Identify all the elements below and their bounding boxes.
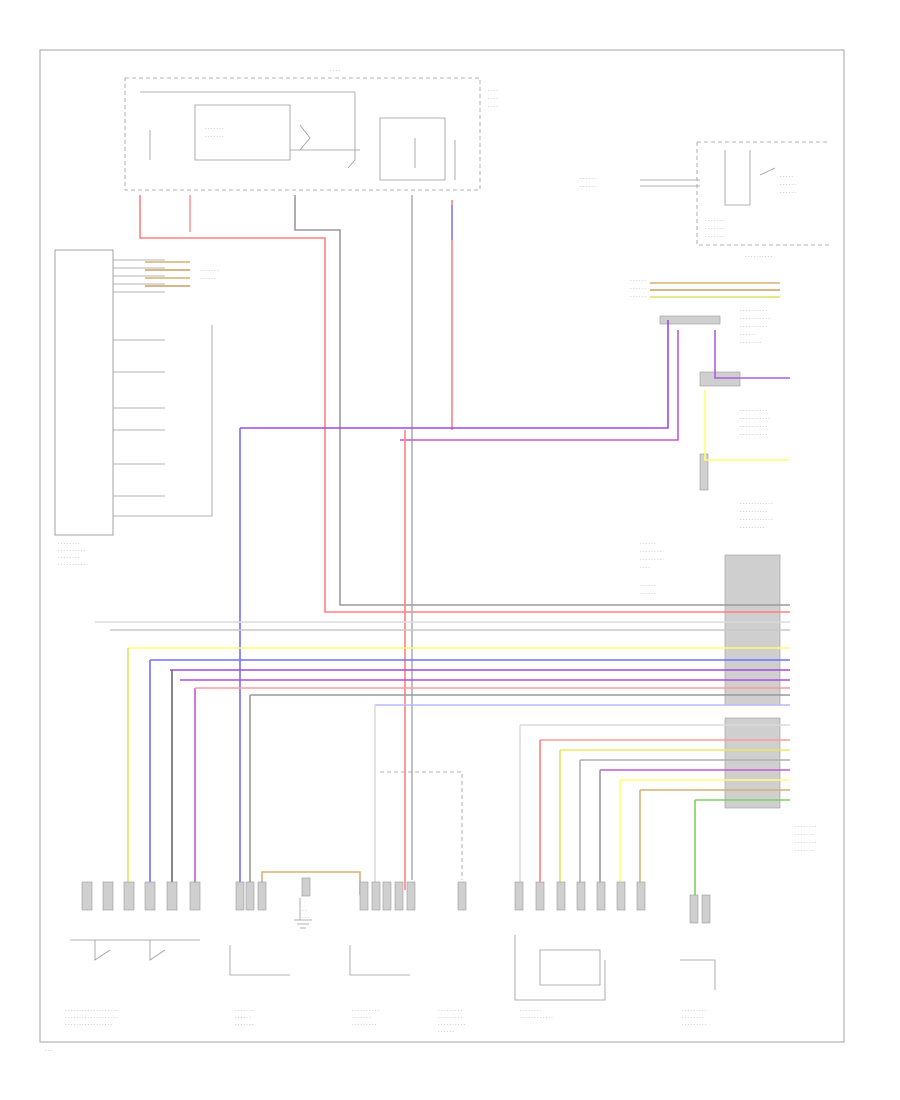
svg-text:- - - - - - - - -: - - - - - - - - - <box>438 1015 463 1020</box>
svg-text:- - - - - - - -: - - - - - - - - <box>58 541 80 546</box>
bottom-connector-pins <box>81 877 711 924</box>
svg-text:- - - - - - - -: - - - - - - - - <box>520 1008 542 1013</box>
svg-text:- - - - - -: - - - - - - <box>640 541 656 546</box>
svg-text:- - - - - - - - - -: - - - - - - - - - - <box>740 424 768 429</box>
wire-tan-9 <box>261 871 361 895</box>
svg-text:- - - - - - - - - - - - - - -: - - - - - - - - - - - - - - - - - <box>65 1022 112 1027</box>
svg-text:- - - - - -: - - - - - - <box>235 1015 251 1020</box>
svg-text:- - - - - -: - - - - - - <box>438 1029 454 1034</box>
speed-sensor-symbol <box>680 959 716 990</box>
svg-text:- - - - - - - - - -: - - - - - - - - - - <box>740 324 768 329</box>
svg-text:- - - - - - - - -: - - - - - - - - - <box>352 1022 377 1027</box>
fuse-relay-box: - - - - - - - - - - - - - - - - - - - - … <box>124 68 499 191</box>
svg-text:- - - - - - - -: - - - - - - - - <box>795 824 817 829</box>
svg-text:- - - - - - - -: - - - - - - - - <box>58 555 80 560</box>
diagram-border <box>39 49 845 1043</box>
svg-text:- - - - - - - - -: - - - - - - - - - <box>740 525 765 530</box>
svg-text:- - - - - -: - - - - - - <box>200 276 216 281</box>
bottom-labels: - - - - - - - - - - - - - - - - - - - - … <box>45 908 707 1053</box>
svg-text:- - - - - - - - - - - -: - - - - - - - - - - - - <box>740 501 773 506</box>
svg-text:- - - - - - - -: - - - - - - - - <box>682 1015 704 1020</box>
wires <box>95 195 790 900</box>
wire-black-1 <box>294 195 790 606</box>
right-side-labels: - - - - - - - - - - - - - - - - - - - - … <box>630 278 817 853</box>
svg-text:- - - - - - -: - - - - - - - <box>795 848 814 853</box>
svg-text:- - - - - - - - - -: - - - - - - - - - - <box>58 548 86 553</box>
svg-text:- - - - - -: - - - - - - <box>630 278 646 283</box>
bottom-components <box>70 771 716 1001</box>
svg-text:- - - - - -: - - - - - - <box>780 190 796 195</box>
svg-text:- - - - - - - - -: - - - - - - - - - <box>438 1008 463 1013</box>
wire-violet-3 <box>714 330 790 379</box>
svg-text:- - -: - - - <box>302 915 310 920</box>
svg-text:- - - - - - - - - -: - - - - - - - - - - <box>745 254 773 259</box>
svg-text:- - - - - - - - - - -: - - - - - - - - - - - <box>740 316 770 321</box>
svg-text:- - - - - - -: - - - - - - - <box>235 1008 254 1013</box>
svg-text:- - -: - - - <box>45 1048 53 1053</box>
svg-text:- - - - - - -: - - - - - - - <box>205 134 224 139</box>
svg-text:- - - - - - -: - - - - - - - <box>200 268 219 273</box>
relay-symbol-bottom <box>514 935 606 1001</box>
svg-text:- - - -: - - - - <box>488 104 499 109</box>
svg-text:- - - - - - - - - -: - - - - - - - - - - <box>740 308 768 313</box>
svg-text:- - - - - -: - - - - - - <box>780 182 796 187</box>
svg-text:- - - - - - - -: - - - - - - - - <box>640 557 662 562</box>
brake-sensor-symbol <box>229 945 290 976</box>
svg-text:- - - - - -: - - - - - - <box>630 294 646 299</box>
relay-component-top-right: - - - - - - - - - - - - - - - - - - - - … <box>580 141 830 259</box>
clutch-sensor-symbol <box>349 945 410 976</box>
svg-text:- - - - - - -: - - - - - - - <box>795 832 814 837</box>
wire-yellow-1 <box>704 390 790 461</box>
svg-text:- - - - - - - - - - -: - - - - - - - - - - - <box>58 562 88 567</box>
svg-text:- -: - - <box>302 908 307 913</box>
svg-text:- - - - - - -: - - - - - - - <box>235 1022 254 1027</box>
svg-text:- - - - - - - - - -: - - - - - - - - - - <box>740 509 768 514</box>
svg-text:- - - -: - - - - <box>488 96 499 101</box>
svg-text:- - - - - - - - -: - - - - - - - - - <box>682 1022 707 1027</box>
svg-text:- - - - - -: - - - - - - <box>640 583 656 588</box>
wire-violet-1 <box>240 320 669 429</box>
svg-text:- - - - - - - - - - - -: - - - - - - - - - - - - <box>740 517 773 522</box>
svg-text:- - - - - - - -: - - - - - - - - <box>640 549 662 554</box>
svg-text:- - - - - - - -: - - - - - - - - <box>740 340 762 345</box>
svg-text:- - - - - - - - - -: - - - - - - - - - - <box>438 1022 466 1027</box>
svg-text:- - - - - - - - - -: - - - - - - - - - - <box>740 432 768 437</box>
svg-text:- - - - - - - - - - - - - - -: - - - - - - - - - - - - - - - - - - - <box>65 1015 118 1020</box>
relay-box-bottom <box>539 949 601 986</box>
svg-text:- - - - - - - - - -: - - - - - - - - - - <box>352 1008 380 1013</box>
svg-text:- - - - - - - - - -: - - - - - - - - - - <box>740 408 768 413</box>
wire-violet-2 <box>400 330 679 441</box>
svg-text:- - - - - - -: - - - - - - - <box>352 1015 371 1020</box>
svg-text:- - - - - - -: - - - - - - - <box>705 218 724 223</box>
svg-text:- - - -: - - - - <box>640 565 651 570</box>
svg-text:- - - - - - -: - - - - - - - <box>205 126 224 131</box>
svg-text:- - - -: - - - - <box>330 68 341 73</box>
svg-text:- - - - - -: - - - - - - <box>630 286 646 291</box>
svg-text:- - - - - - - -: - - - - - - - - <box>795 840 817 845</box>
svg-text:- - - - - - - - - - - - - - -: - - - - - - - - - - - - - - - - - - - <box>65 1008 118 1013</box>
pedal-switch-symbol <box>70 939 200 961</box>
dashed-component <box>380 771 463 880</box>
ground-symbol <box>294 898 312 929</box>
svg-text:- - - - - -: - - - - - - <box>740 332 756 337</box>
svg-text:- - - - - -: - - - - - - <box>640 591 656 596</box>
svg-text:- - - - - -: - - - - - - <box>580 184 596 189</box>
svg-text:- - - - - - - - - - -: - - - - - - - - - - - <box>740 416 770 421</box>
svg-text:- - - - - -: - - - - - - <box>580 176 596 181</box>
svg-text:- - - - - - - - - - - -: - - - - - - - - - - - - <box>520 1015 553 1020</box>
wire-red-1 <box>139 195 790 613</box>
svg-text:- - - - - - -: - - - - - - - <box>705 234 724 239</box>
svg-text:- - - - - - - - -: - - - - - - - - - <box>682 1008 707 1013</box>
svg-text:- - - -: - - - - <box>488 88 499 93</box>
svg-text:- - - - - - -: - - - - - - - <box>705 226 724 231</box>
svg-text:- - - - -: - - - - - <box>780 174 793 179</box>
control-module-left: - - - - - - - - - - - - - - - - - - - - … <box>54 249 219 567</box>
